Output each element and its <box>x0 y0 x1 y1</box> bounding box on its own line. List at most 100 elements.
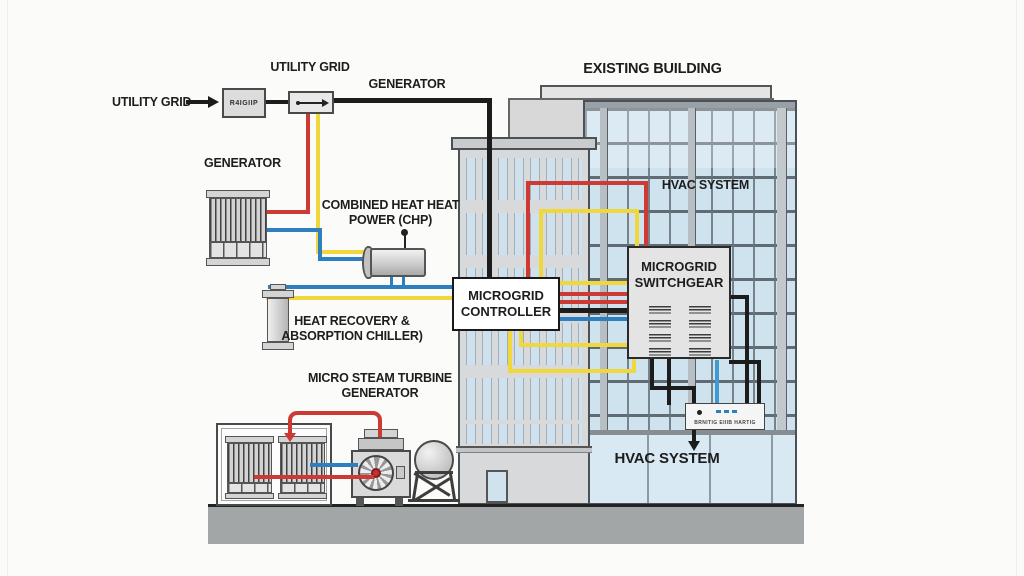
facade-pier-3 <box>777 108 787 430</box>
yellow-loop-right-leg <box>635 209 639 255</box>
switch-arrowhead-icon <box>322 99 329 107</box>
yellow-line-breaker-drop <box>316 112 320 253</box>
yellow-loop-top <box>539 209 639 213</box>
steam-turbine-unit <box>351 429 411 506</box>
yellow-loop-left-leg <box>539 209 543 278</box>
window-row-6 <box>466 424 582 444</box>
generator-unit <box>206 190 270 268</box>
chp-antenna-tip <box>401 229 408 236</box>
bundle-red-2 <box>555 300 635 304</box>
utility-feed-arrowhead <box>208 96 219 108</box>
panel-blue-dashes <box>716 410 740 413</box>
yellow-return1-drop <box>519 329 523 345</box>
yellow-line-chiller-run <box>266 296 454 300</box>
panel-indicator-dot <box>697 410 702 415</box>
red-line-breaker-drop <box>306 112 310 214</box>
main-power-line-drop <box>487 98 492 280</box>
bundle-blue <box>555 317 635 321</box>
frame-line-right <box>1016 0 1017 576</box>
bundle-red-1 <box>555 292 635 296</box>
microgrid-controller-label: MICROGRID CONTROLLER <box>460 287 552 319</box>
feeder-blue-drop <box>715 360 719 405</box>
switch-contact-dot <box>296 101 300 105</box>
frame-line-left <box>7 0 8 576</box>
radiator-2-top-cap <box>278 436 327 443</box>
window-row-5 <box>466 378 582 420</box>
yellow-return2-rise <box>632 356 636 373</box>
radiator-unit-2 <box>278 436 327 499</box>
red-pipe-condensate-run <box>254 475 374 479</box>
ground-strip <box>208 504 804 544</box>
feeder-1-drop <box>650 355 654 389</box>
red-pipe-arrowhead <box>284 433 296 442</box>
label-generator-top: GENERATOR <box>368 77 446 91</box>
yellow-return1-run <box>519 343 635 347</box>
label-utility-grid-left: UTILITY GRID <box>112 95 192 109</box>
feeder-3-drop <box>745 295 749 405</box>
switch-line <box>299 102 323 104</box>
radiator-1-louver <box>227 483 272 493</box>
label-chp: COMBINED HEAT HEAT POWER (CHP) <box>321 198 460 227</box>
column-body <box>267 298 289 342</box>
absorption-chiller-column <box>262 284 294 356</box>
red-pipe-loop-turbine <box>288 411 382 437</box>
radiator-1-base <box>225 493 274 499</box>
label-generator-left: GENERATOR <box>204 156 281 170</box>
red-loop-right-leg <box>644 181 648 255</box>
window-row-2 <box>466 213 582 255</box>
label-micro-steam-turbine: MICRO STEAM TURBINE GENERATOR <box>307 371 453 400</box>
transfer-switch-box <box>288 91 334 114</box>
distribution-panel: BRNITIG EIIIB HARTIG <box>685 403 765 430</box>
stand-top-bar <box>415 471 453 474</box>
radiator-unit-1 <box>225 436 274 499</box>
radiator-2-louver <box>280 483 325 493</box>
generator-base <box>206 258 270 266</box>
column-nub <box>270 284 286 290</box>
panel-to-hvac-shaft <box>692 430 696 442</box>
left-tower-lower-cornice <box>456 446 592 453</box>
chp-unit <box>362 229 426 279</box>
generator-louver <box>209 242 267 258</box>
turbine-leg-right <box>395 498 403 506</box>
feeder-4-stub <box>729 360 761 364</box>
microgrid-switchgear-box: MICROGRID SWITCHGEAR <box>627 246 731 359</box>
yellow-line-to-chp <box>316 250 368 254</box>
blue-line-generator-drop <box>318 228 322 261</box>
blue-line-to-chp <box>318 257 368 261</box>
label-utility-grid-top: UTILITY GRID <box>270 60 350 74</box>
column-bottom-flange <box>262 342 294 350</box>
left-tower-cornice <box>451 137 597 150</box>
blue-line-chiller-run <box>268 285 454 289</box>
feeder-1-run <box>650 386 696 390</box>
radiator-2-base <box>278 493 327 499</box>
label-hvac-bottom: HVAC SYSTEM <box>614 450 720 467</box>
label-existing-building: EXISTING BUILDING <box>583 61 722 77</box>
red-loop-left-leg <box>526 181 530 278</box>
turbine-leg-left <box>356 498 364 506</box>
facade-pier-1 <box>600 108 608 430</box>
feeder-4-drop <box>757 360 761 405</box>
tank-stand <box>408 470 460 502</box>
feeder-2-drop <box>667 355 671 405</box>
bundle-black <box>555 308 635 313</box>
microgrid-controller-box: MICROGRID CONTROLLER <box>452 277 560 331</box>
feeder-3-stub <box>729 295 749 299</box>
window-row-1 <box>466 158 582 200</box>
turbine-fan-hub <box>371 468 381 478</box>
label-heat-recovery: HEAT RECOVERY & ABSORPTION CHILLER) <box>281 314 423 343</box>
bundle-yellow <box>555 281 635 285</box>
generator-top-cap <box>206 190 270 198</box>
yellow-return2-run <box>508 369 636 373</box>
stand-leg-right <box>448 471 457 502</box>
utility-feed-shaft <box>186 100 210 104</box>
parapet-band <box>585 102 795 109</box>
feeder-1-into-panel <box>692 386 696 406</box>
meter-to-breaker-line <box>264 100 290 104</box>
yellow-return2-drop <box>508 329 512 371</box>
chp-body <box>370 248 426 277</box>
generator-core <box>209 198 267 242</box>
label-hvac-top: HVAC SYSTEM <box>661 178 750 192</box>
stand-bottom-bar <box>408 499 460 502</box>
blue-line-generator-out <box>264 228 322 232</box>
utility-meter-box: R4IGIIP <box>222 88 266 118</box>
